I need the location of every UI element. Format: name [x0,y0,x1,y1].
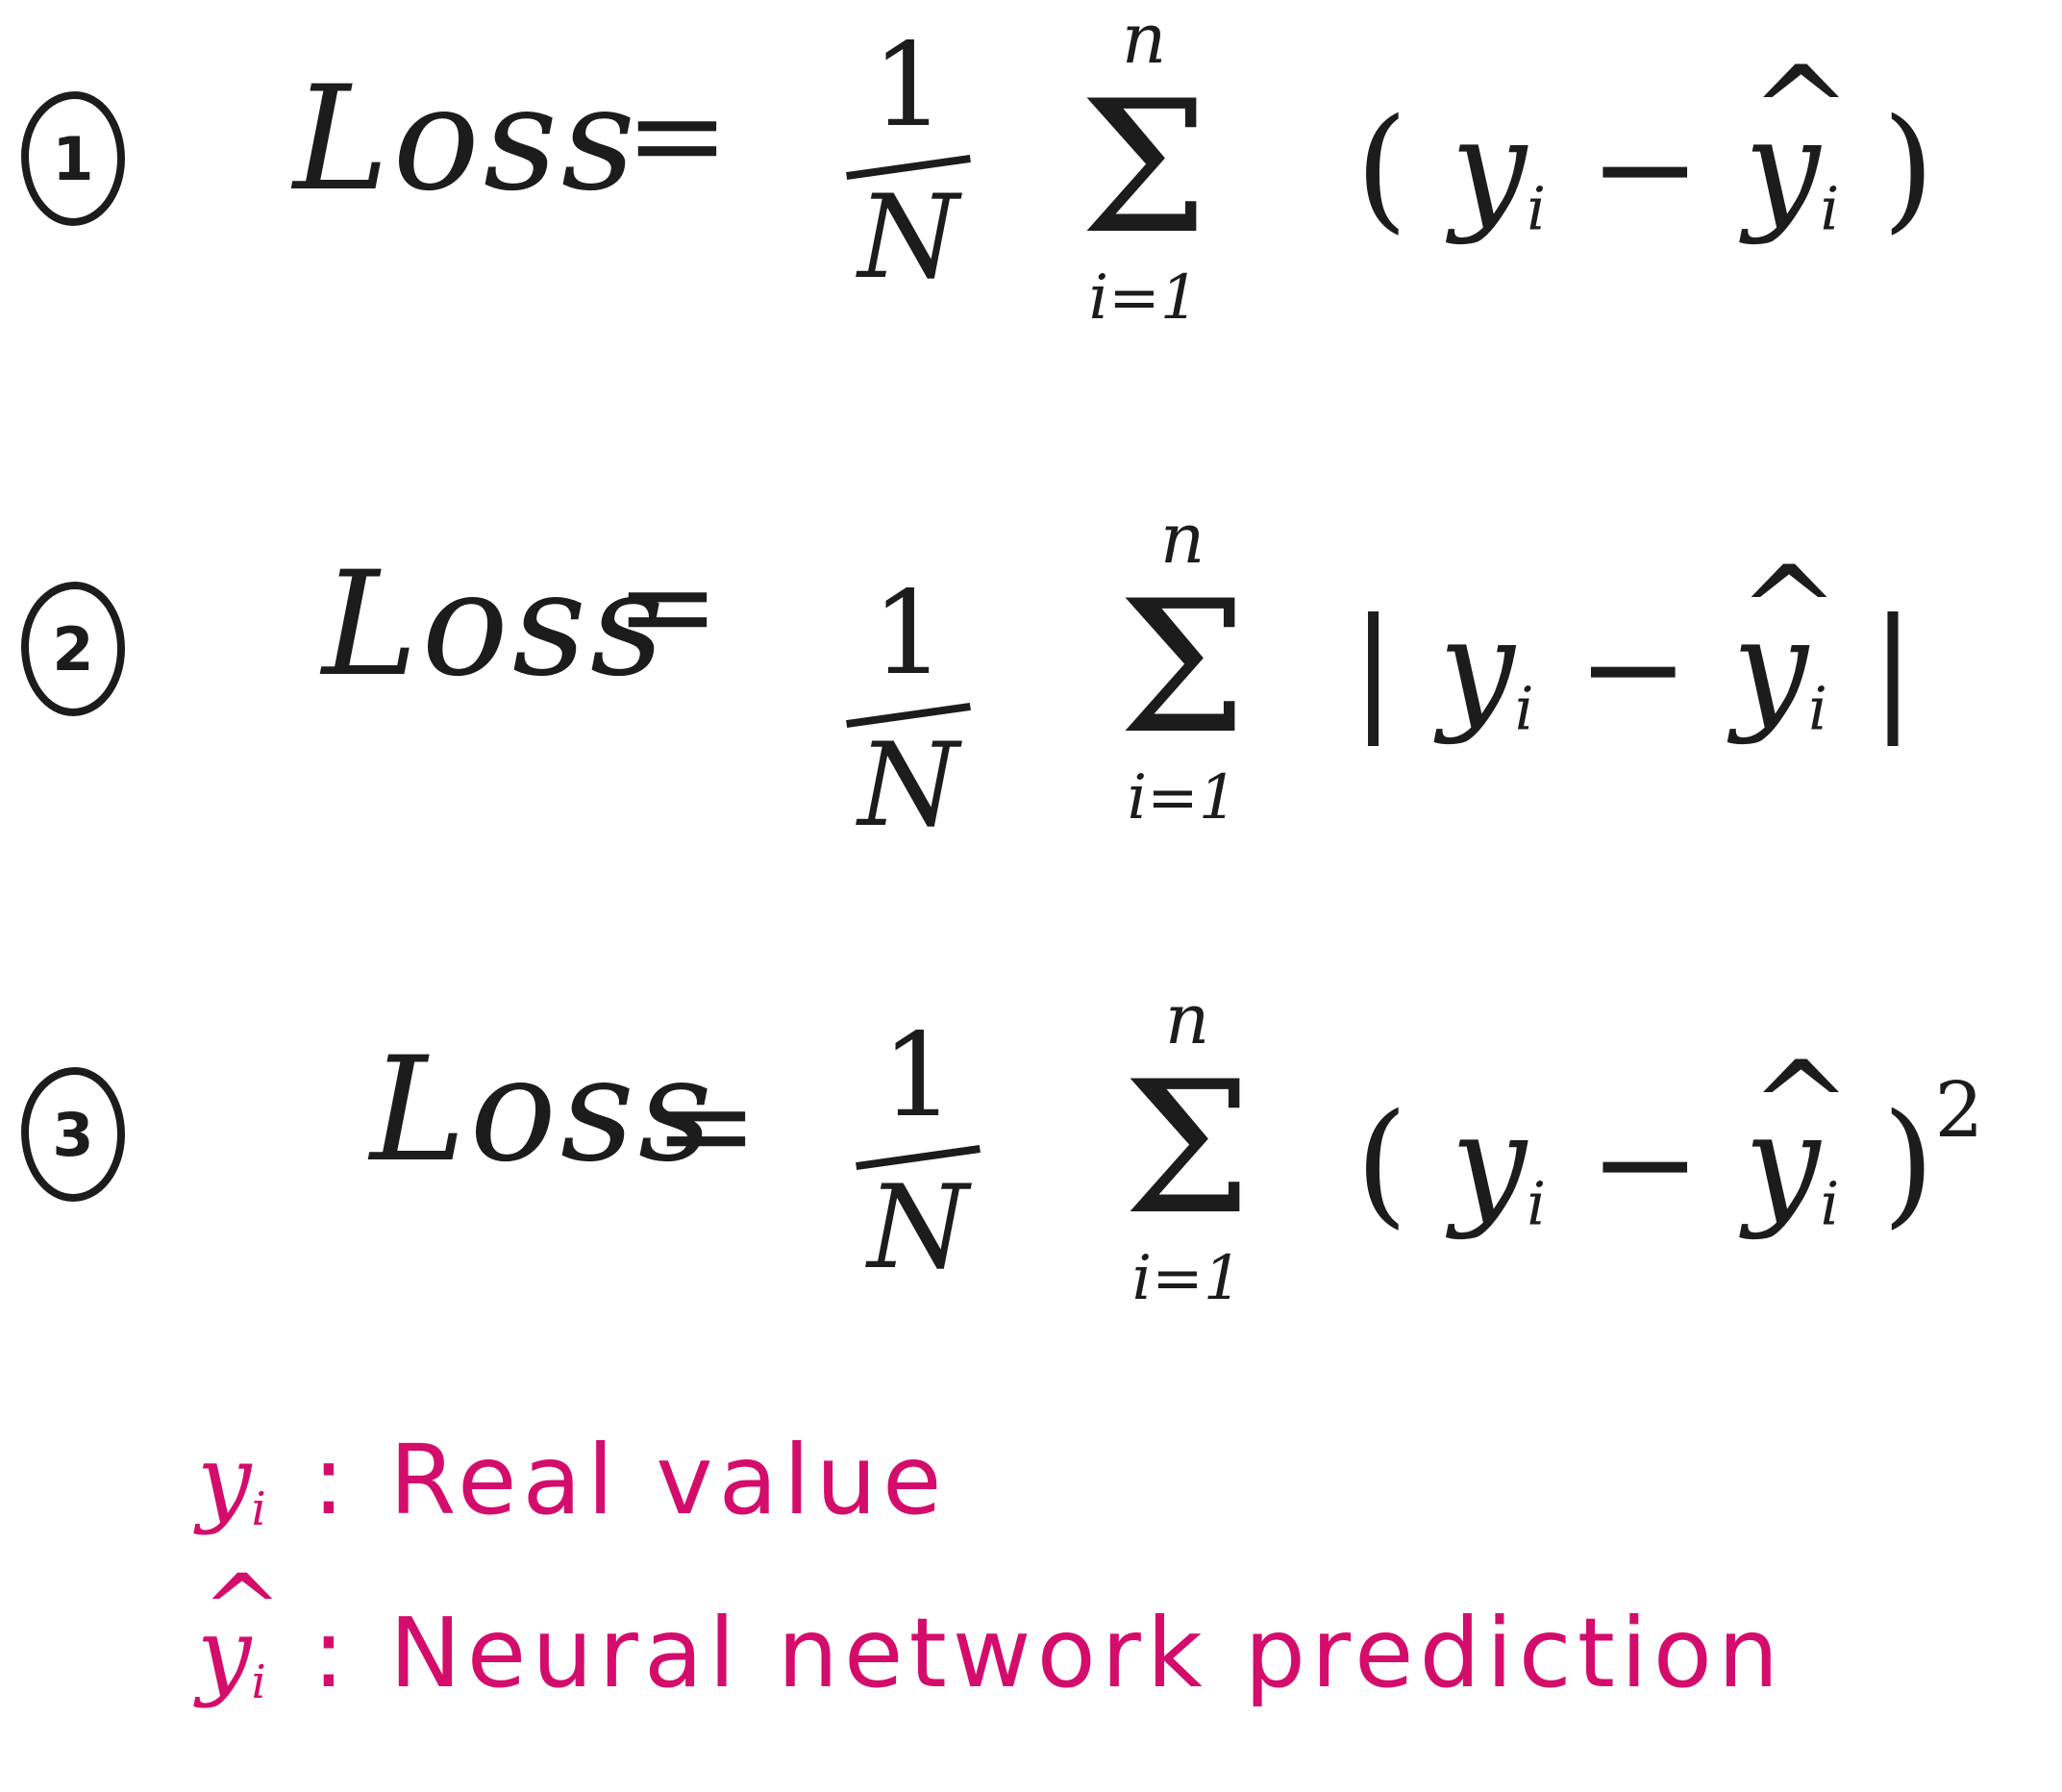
legend-item-real-value: yi : Real value [197,1432,2024,1605]
difference-expression: ( yi − ^yi )2 [1355,1035,1983,1242]
legend-description: Neural network prediction [389,1597,1785,1709]
minus-sign: − [1588,1085,1702,1242]
summation: n Σ i=1 [1048,0,1240,336]
prediction-symbol: ^y [1744,40,1852,247]
equals-sign: = [654,1052,758,1198]
equation-2: 2 Loss = 1 N n Σ i=1 | yi − ^yi | [0,500,2062,904]
exponent: 2 [1934,1065,1984,1155]
index-subscript: i [1820,173,1840,244]
sigma-symbol: Σ [1122,1042,1253,1255]
fraction-numerator: 1 [871,567,946,701]
sum-upper-limit: n [1121,0,1167,79]
loss-label: Loss [370,1027,716,1194]
index-subscript: i [1527,173,1547,244]
fraction-denominator: N [867,1161,969,1295]
index-subscript: i [1527,1168,1547,1239]
loss-label: Loss [322,541,668,709]
minus-sign: − [1577,590,1690,747]
sum-upper-limit: n [1164,979,1210,1059]
fraction-one-over-n: 1 N [846,577,971,854]
index-subscript: i [1514,673,1534,744]
hat-mark: ^ [1750,1035,1852,1178]
sum-lower-limit: i=1 [1127,762,1238,834]
sum-upper-limit: n [1159,498,1205,579]
equals-sign: = [615,533,720,679]
loss-label: Loss [293,56,639,223]
sigma-symbol: Σ [1117,561,1248,774]
fraction-numerator: 1 [871,19,946,153]
equation-1: 1 Loss = 1 N n Σ i=1 ( yi − ^yi ) [0,0,2062,404]
summation: n Σ i=1 [1086,500,1279,836]
sigma-symbol: Σ [1079,62,1209,274]
equation-number-badge: 2 [21,582,125,716]
real-value-symbol: y [1451,90,1528,247]
legend-description: Real value [389,1424,948,1536]
equals-sign: = [625,62,730,208]
difference-expression: ( yi − ^yi ) [1355,40,1935,247]
sum-lower-limit: i=1 [1131,1243,1243,1314]
hat-mark: ^ [202,1554,283,1666]
fraction-one-over-n: 1 N [856,1019,981,1296]
minus-sign: − [1588,90,1702,247]
prediction-symbol: ^y [1731,540,1840,747]
fraction-denominator: N [857,171,959,305]
open-bracket: ( [1355,90,1408,247]
close-bracket: ) [1881,1085,1935,1242]
close-bracket: ) [1881,90,1935,247]
hat-mark: ^ [1750,40,1852,183]
real-value-symbol: y [1451,1085,1528,1242]
legend-symbol: ^yi [197,1554,283,1709]
open-bracket: | [1351,590,1397,747]
index-subscript: i [1820,1168,1840,1239]
hat-mark: ^ [1738,540,1840,683]
fraction-denominator: N [857,719,959,853]
close-bracket: | [1870,590,1916,747]
sum-lower-limit: i=1 [1088,262,1200,334]
summation: n Σ i=1 [1091,981,1283,1317]
legend-colon: : [312,1424,345,1536]
legend-symbol: yi [197,1424,266,1536]
legend-colon: : [312,1597,345,1709]
legend: yi : Real value ^yi : Neural network pre… [197,1432,2024,1779]
real-value-symbol: y [1438,590,1515,747]
equation-number-badge: 3 [21,1067,125,1202]
legend-item-prediction: ^yi : Neural network prediction [197,1554,2024,1779]
open-bracket: ( [1355,1085,1408,1242]
fraction-one-over-n: 1 N [846,29,971,306]
equation-3: 3 Loss = 1 N n Σ i=1 ( yi − ^yi )2 [0,981,2062,1384]
prediction-symbol: ^y [1744,1035,1852,1242]
fraction-numerator: 1 [881,1009,956,1143]
difference-expression: | yi − ^yi | [1351,540,1916,747]
index-subscript: i [1808,673,1827,744]
equation-number-badge: 1 [21,91,125,226]
